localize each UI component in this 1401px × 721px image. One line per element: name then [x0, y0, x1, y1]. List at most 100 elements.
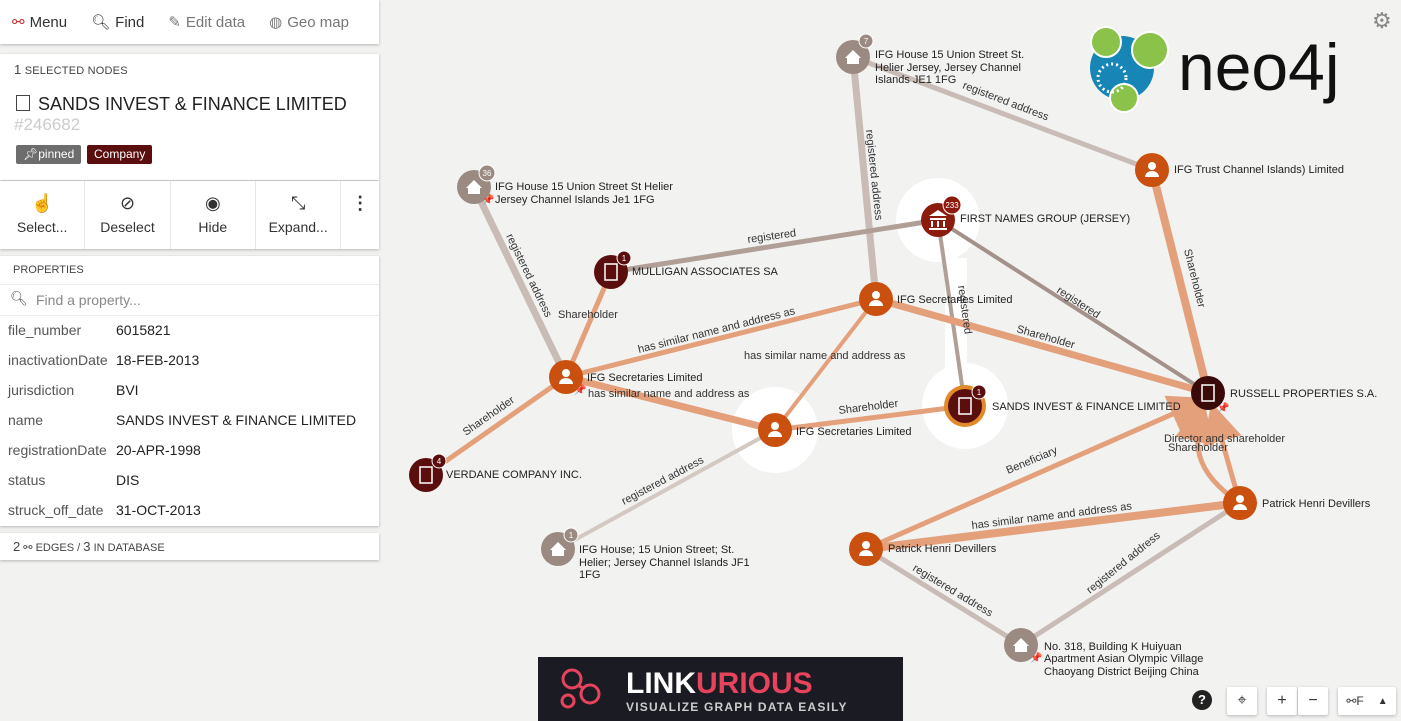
link-icon: ⚯	[23, 542, 33, 554]
globe-icon: ◍	[269, 14, 283, 31]
edge[interactable]	[565, 373, 776, 434]
geo-map-button[interactable]: ◍Geo map	[257, 0, 361, 44]
graph-node-entity[interactable]: 233 FIRST NAMES GROUP (JERSEY)	[921, 195, 1130, 237]
graph-node-address[interactable]: 36 📌 IFG House 15 Union Street St Helier…	[457, 164, 673, 206]
home-icon	[466, 180, 482, 194]
graph-node-address[interactable]: 7 IFG House 15 Union Street St.Helier Je…	[836, 33, 1024, 86]
locate-button[interactable]: ⌖	[1227, 687, 1257, 715]
find-button[interactable]: 🔍︎Find	[79, 0, 156, 44]
property-value[interactable]: 31-OCT-2013	[116, 502, 201, 518]
graph-node-company[interactable]: 4 VERDANE COMPANY INC.	[409, 453, 582, 492]
edge[interactable]	[565, 296, 877, 380]
zoom-in-button[interactable]: +	[1267, 687, 1297, 715]
edge[interactable]	[865, 499, 1241, 553]
property-value[interactable]: SANDS INVEST & FINANCE LIMITED	[116, 412, 357, 428]
edge[interactable]	[1175, 402, 1242, 506]
more-actions-button[interactable]: ⋮	[341, 181, 379, 249]
menu-button[interactable]: ⚯Menu	[0, 0, 79, 44]
property-key: status	[8, 472, 46, 488]
help-button[interactable]: ?	[1192, 690, 1212, 710]
selected-node-title: SANDS INVEST & FINANCE LIMITED	[16, 94, 347, 115]
vertical-ellipsis-icon: ⋮	[351, 193, 370, 213]
expand-button[interactable]: ⤡Expand...	[256, 181, 342, 249]
edge[interactable]	[610, 217, 939, 275]
node-label: No. 318, Building K Huiyuan	[1044, 641, 1182, 653]
edge[interactable]	[1148, 169, 1212, 394]
edges-summary[interactable]: 2 ⚯ EDGES / 3 IN DATABASE	[0, 533, 379, 560]
node-label: Islands JE1 1FG	[875, 74, 956, 86]
edge[interactable]	[773, 297, 878, 432]
property-search-input[interactable]	[34, 289, 368, 311]
zoom-out-button[interactable]: −	[1298, 687, 1328, 715]
pencil-icon: ✎	[168, 14, 181, 31]
property-value[interactable]: 20-APR-1998	[116, 442, 201, 458]
edge[interactable]	[849, 56, 880, 300]
find-label: Find	[115, 13, 145, 31]
graph-node-officer[interactable]: IFG Trust Channel Islands) Limited	[1135, 153, 1344, 187]
graph-node-address[interactable]: 1 IFG House; 15 Union Street; St.Helier;…	[541, 527, 750, 581]
edge[interactable]	[774, 403, 966, 433]
person-icon	[771, 422, 779, 430]
layout-label: F	[1356, 694, 1364, 708]
pin-icon: 📌	[482, 193, 495, 206]
graph-node-company[interactable]: 📌 RUSSELL PROPERTIES S.A.	[1191, 376, 1377, 414]
category-badge[interactable]: Company	[87, 145, 153, 164]
edge[interactable]	[864, 395, 1210, 552]
edge[interactable]	[424, 374, 568, 478]
edge[interactable]	[875, 295, 1209, 397]
graph-menu-icon: ⚯	[12, 14, 25, 31]
edge[interactable]	[563, 271, 614, 378]
select-button[interactable]: ☝Select...	[0, 181, 86, 249]
search-icon: 🔍︎	[10, 290, 28, 306]
property-key: name	[8, 412, 44, 428]
graph-node-officer[interactable]: IFG Secretaries Limited	[758, 413, 912, 447]
graph-node-officer[interactable]: IFG Secretaries Limited	[859, 282, 1013, 316]
edge[interactable]	[470, 185, 570, 379]
graph-node-officer[interactable]: 📌 IFG Secretaries Limited	[549, 360, 703, 396]
linkurious-banner: LINKURIOUS VISUALIZE GRAPH DATA EASILY	[538, 657, 903, 721]
edge[interactable]	[1019, 500, 1242, 648]
property-value[interactable]: DIS	[116, 472, 140, 488]
selected-count: 1 SELECTED NODES	[14, 62, 128, 77]
institution-icon	[929, 210, 947, 230]
graph-node-company[interactable]: 1 MULLIGAN ASSOCIATES SA	[594, 250, 779, 289]
pinned-badge[interactable]: 📌︎pinned	[16, 145, 82, 164]
hide-button[interactable]: ◉Hide	[171, 181, 256, 249]
building-icon	[958, 397, 972, 415]
edit-data-button[interactable]: ✎Edit data	[156, 0, 257, 44]
node-label: SANDS INVEST & FINANCE LIMITED	[992, 401, 1181, 413]
home-icon	[550, 542, 566, 556]
node-label: Jersey Channel Islands Je1 1FG	[495, 194, 655, 206]
deselect-button[interactable]: ⊘Deselect	[85, 181, 171, 249]
edge[interactable]	[936, 219, 967, 407]
graph-edges	[424, 54, 1243, 648]
caret-up-icon: ▲	[1377, 695, 1388, 707]
crosshair-icon: ⌖	[1237, 692, 1247, 709]
edge[interactable]	[557, 428, 776, 551]
node-label: IFG House 15 Union Street St Helier	[495, 181, 673, 193]
graph-node-officer[interactable]: Patrick Henri Devillers	[1223, 486, 1371, 520]
edge-label: has similar name and address as	[637, 305, 797, 356]
property-value[interactable]: 6015821	[116, 322, 171, 338]
settings-gear-icon[interactable]: ⚙	[1372, 8, 1392, 33]
property-row: name SANDS INVEST & FINANCE LIMITED	[0, 406, 379, 436]
edge[interactable]	[936, 218, 1210, 395]
layout-button[interactable]: ⚯F▲	[1338, 687, 1396, 715]
node-label: IFG Secretaries Limited	[796, 426, 912, 438]
property-value[interactable]: BVI	[116, 382, 139, 398]
node-badge: 1	[622, 254, 627, 263]
edge[interactable]	[864, 546, 1023, 648]
graph-node-officer[interactable]: Patrick Henri Devillers	[849, 532, 997, 566]
linkurious-wordmark-b: URIOUS	[696, 667, 813, 700]
property-row: status DIS	[0, 466, 379, 496]
pin-icon: 📌	[574, 383, 587, 396]
property-value[interactable]: 18-FEB-2013	[116, 352, 200, 368]
edge[interactable]	[852, 54, 1153, 173]
graph-node-company-selected[interactable]: 1 SANDS INVEST & FINANCE LIMITED	[944, 384, 1181, 427]
